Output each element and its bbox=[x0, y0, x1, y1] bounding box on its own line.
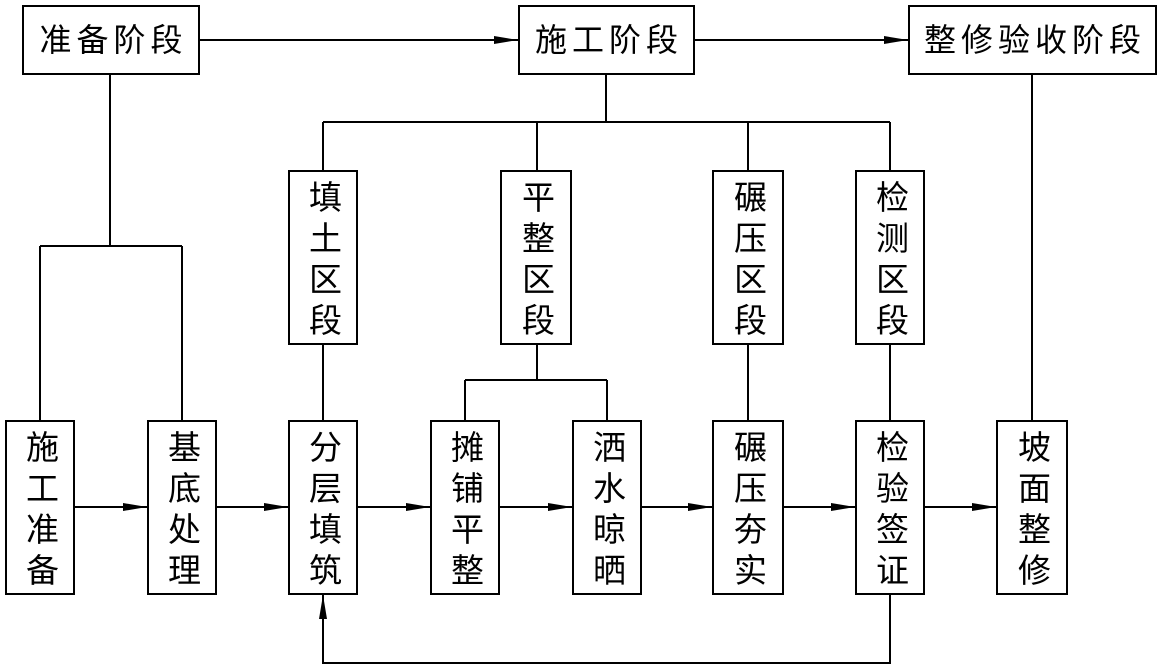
stage-preparation-label: 准备阶段 bbox=[39, 21, 188, 59]
step-inspection-label: 检验签证 bbox=[870, 429, 910, 594]
arrow-feedback-inspection-to-layered-fill bbox=[319, 595, 891, 664]
step-slope-trim-label: 坡面整修 bbox=[1012, 429, 1052, 594]
section-fill-box: 填土区段 bbox=[288, 170, 358, 345]
step-watering-box: 洒水晾晒 bbox=[572, 420, 642, 595]
section-test-label: 检测区段 bbox=[870, 179, 910, 344]
section-fill-label: 填土区段 bbox=[303, 179, 343, 344]
section-test-box: 检测区段 bbox=[855, 170, 925, 345]
step-watering-label: 洒水晾晒 bbox=[587, 429, 627, 594]
section-compact-label: 碾压区段 bbox=[728, 179, 768, 344]
step-construction-prep-label: 施工准备 bbox=[20, 429, 60, 594]
section-compact-box: 碾压区段 bbox=[712, 170, 784, 345]
section-level-box: 平整区段 bbox=[500, 170, 572, 345]
step-base-treatment-box: 基底处理 bbox=[147, 420, 217, 595]
step-spreading-label: 摊铺平整 bbox=[445, 429, 485, 594]
step-compaction-box: 碾压夯实 bbox=[712, 420, 784, 595]
stage-preparation-box: 准备阶段 bbox=[22, 5, 200, 75]
step-layered-fill-label: 分层填筑 bbox=[303, 429, 343, 594]
stage-construction-box: 施工阶段 bbox=[518, 5, 695, 75]
step-compaction-label: 碾压夯实 bbox=[728, 429, 768, 594]
step-base-treatment-label: 基底处理 bbox=[162, 429, 202, 594]
stage-construction-label: 施工阶段 bbox=[534, 21, 683, 59]
stage-acceptance-label: 整修验收阶段 bbox=[923, 21, 1146, 59]
stage-acceptance-box: 整修验收阶段 bbox=[908, 5, 1157, 75]
section-level-label: 平整区段 bbox=[516, 179, 556, 344]
step-layered-fill-box: 分层填筑 bbox=[288, 420, 358, 595]
step-spreading-box: 摊铺平整 bbox=[430, 420, 500, 595]
step-inspection-box: 检验签证 bbox=[855, 420, 925, 595]
step-slope-trim-box: 坡面整修 bbox=[996, 420, 1068, 595]
step-construction-prep-box: 施工准备 bbox=[5, 420, 75, 595]
